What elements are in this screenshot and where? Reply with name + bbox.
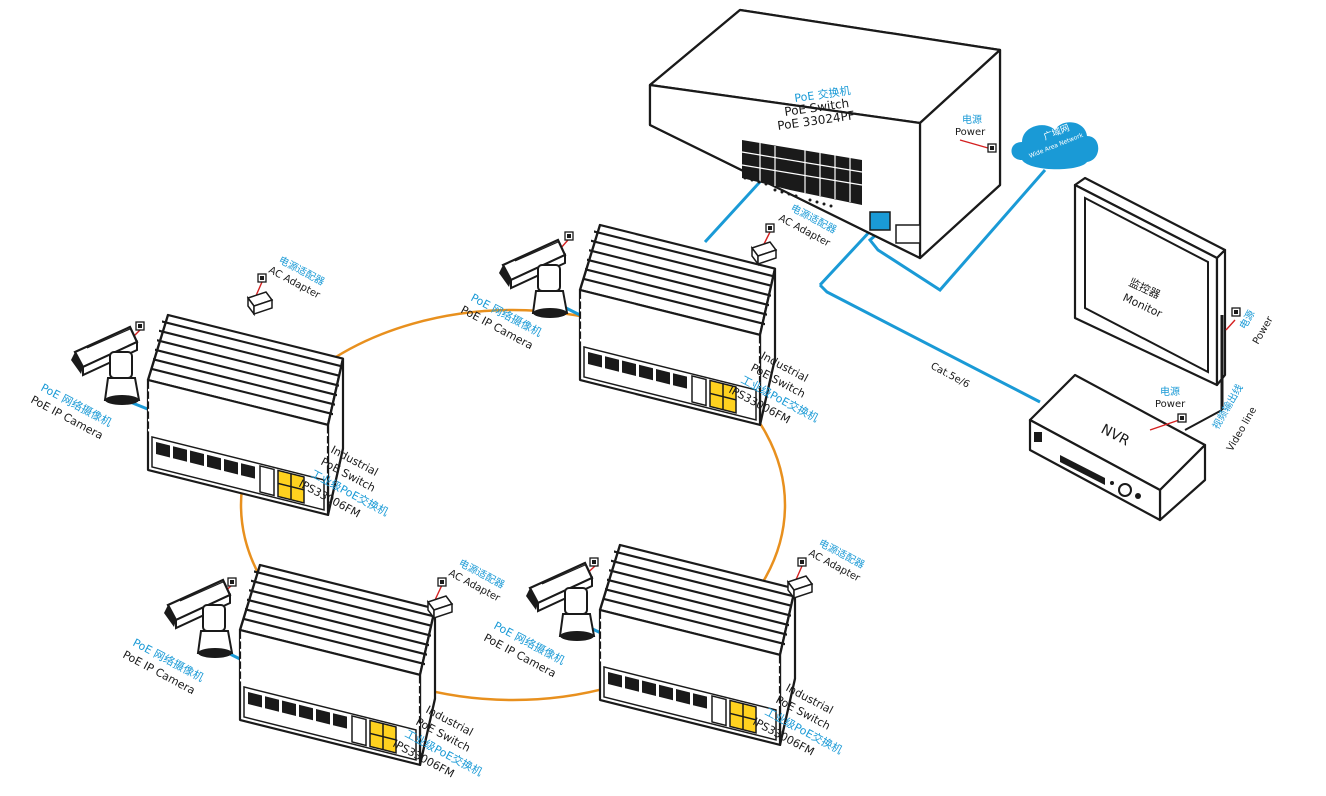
fiber-ring <box>239 308 787 702</box>
adapter-bottom-left: 电源适配器 AC Adapter <box>427 556 507 619</box>
nvr-cable <box>818 226 1041 404</box>
core-power-cn: 电源 <box>962 113 982 126</box>
camera-bottom-left: PoE 网络摄像机 PoE IP Camera <box>121 577 237 697</box>
adapter-bottom-right: 电源适配器 AC Adapter <box>787 536 867 599</box>
camera-bottom-right: PoE 网络摄像机 PoE IP Camera <box>482 557 599 680</box>
wan-cloud-icon: 广域网 Wide Area Network <box>1011 122 1099 170</box>
adapter-left: 电源适配器 AC Adapter <box>247 253 327 315</box>
nvr-power-en: Power <box>1155 399 1186 410</box>
cable-label: Cat.5e/6 <box>929 361 972 391</box>
nvr-power-cn: 电源 <box>1160 385 1180 398</box>
led-dots <box>743 176 833 208</box>
nvr: NVR <box>1028 373 1207 522</box>
camera-left: PoE 网络摄像机 PoE IP Camera <box>29 321 145 442</box>
monitor: 监控器 Monitor <box>1073 176 1227 431</box>
core-power-en: Power <box>955 127 986 138</box>
core-poe-switch: PoE 交换机 PoE Switch PoE 33024PF <box>648 8 1002 260</box>
camera-top: PoE 网络摄像机 PoE IP Camera <box>459 231 574 352</box>
wan-cable <box>867 169 1047 292</box>
